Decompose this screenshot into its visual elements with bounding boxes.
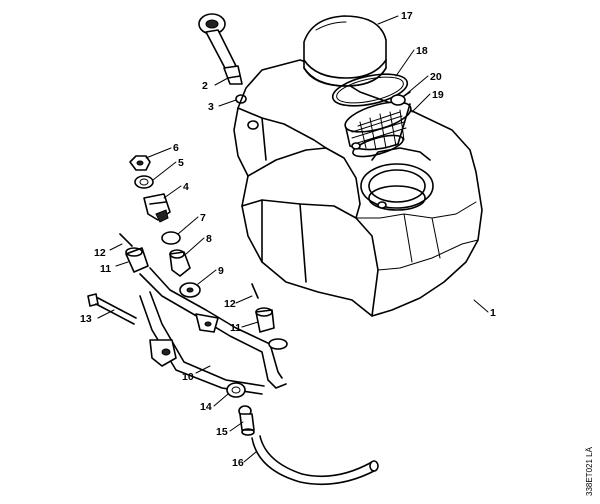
bolt [87, 293, 137, 325]
callout-8: 8 [206, 233, 212, 245]
tank-cap [303, 15, 387, 87]
o-ring [235, 94, 247, 104]
fuel-strainer [344, 91, 412, 158]
callout-19: 19 [432, 89, 444, 101]
callout-11-left: 11 [100, 263, 111, 275]
callout-14: 14 [200, 401, 212, 413]
callout-6: 6 [173, 142, 179, 154]
o-ring-small [161, 231, 181, 245]
pin-right [251, 283, 259, 299]
callout-20: 20 [430, 71, 442, 83]
callout-13: 13 [80, 313, 92, 325]
elbow-connector [238, 405, 255, 436]
callout-9: 9 [218, 265, 224, 277]
callout-11-right: 11 [230, 322, 241, 334]
callout-12-right: 12 [224, 298, 236, 310]
callout-12-left: 12 [94, 247, 106, 259]
hex-nut [129, 155, 151, 171]
drawing-code: 338ET021 LÄ [585, 446, 594, 496]
washer-lower [226, 382, 246, 398]
callout-7: 7 [200, 212, 206, 224]
callout-4: 4 [183, 181, 189, 193]
fitting [143, 193, 171, 223]
callout-5: 5 [178, 157, 184, 169]
pin-left [119, 233, 133, 247]
fuel-hose [251, 435, 379, 486]
spacer-washer [179, 282, 201, 298]
callout-15: 15 [216, 426, 228, 438]
callout-3: 3 [208, 101, 214, 113]
callout-16: 16 [232, 457, 244, 469]
callout-18: 18 [416, 45, 428, 57]
callout-17: 17 [401, 10, 413, 22]
callout-2: 2 [202, 80, 208, 92]
fuel-tank [233, 59, 483, 317]
callout-labels: 1 2 3 6 5 4 7 8 9 10 11 12 11 12 13 14 1… [80, 10, 496, 469]
connector [169, 249, 191, 277]
sleeve-left [125, 247, 149, 273]
sleeve-right [255, 307, 275, 333]
leader-lines [97, 15, 489, 463]
breather-tube-assembly [198, 13, 243, 85]
cap-seal-ring [331, 73, 409, 107]
washer [134, 175, 154, 189]
callout-10: 10 [182, 371, 194, 383]
callout-1: 1 [490, 307, 496, 319]
